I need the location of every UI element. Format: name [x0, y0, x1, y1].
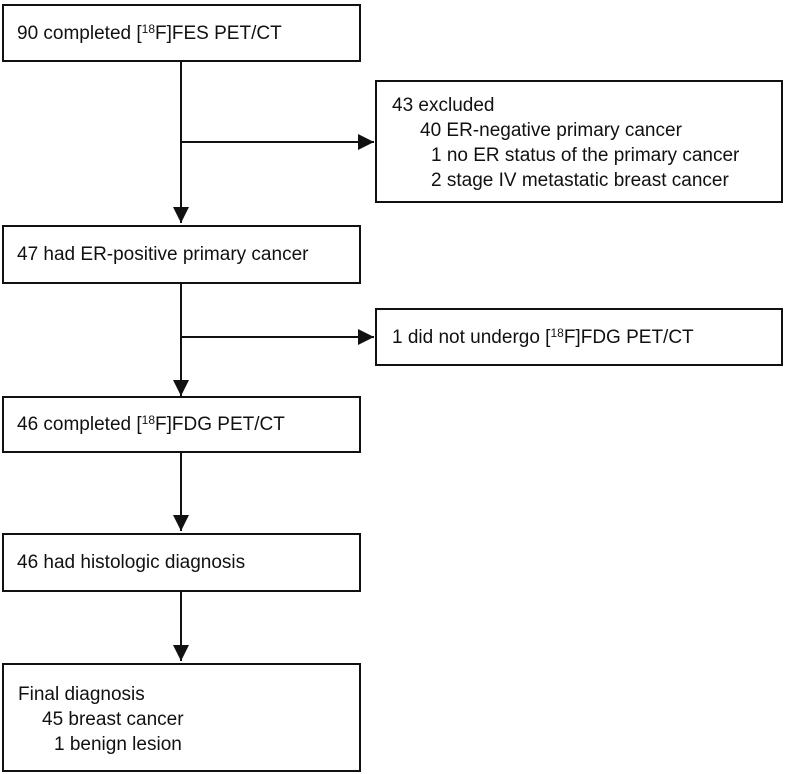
er-positive-text: 47 had ER-positive primary cancer — [17, 244, 309, 265]
excluded-item: 1 no ER status of the primary cancer — [431, 145, 740, 166]
er-positive-box: 47 had ER-positive primary cancer — [2, 225, 361, 284]
fes-completed-text: 90 completed [18F]FES PET/CT — [17, 22, 282, 44]
final-item: 1 benign lesion — [54, 734, 182, 755]
no-fdg-box: 1 did not undergo [18F]FDG PET/CT — [375, 308, 783, 366]
excluded-item: 2 stage IV metastatic breast cancer — [431, 170, 729, 191]
fes-completed-box: 90 completed [18F]FES PET/CT — [2, 4, 361, 62]
excluded-title: 43 excluded — [392, 95, 495, 116]
no-fdg-text: 1 did not undergo [18F]FDG PET/CT — [392, 326, 694, 348]
excluded-item: 40 ER-negative primary cancer — [420, 120, 682, 141]
final-diagnosis-box: Final diagnosis 45 breast cancer 1 benig… — [2, 663, 361, 772]
fdg-completed-box: 46 completed [18F]FDG PET/CT — [2, 396, 361, 453]
final-item: 45 breast cancer — [42, 709, 184, 730]
final-title: Final diagnosis — [18, 684, 145, 705]
fdg-completed-text: 46 completed [18F]FDG PET/CT — [17, 413, 285, 435]
histologic-text: 46 had histologic diagnosis — [17, 552, 246, 573]
excluded-box: 43 excluded 40 ER-negative primary cance… — [375, 80, 783, 203]
histologic-box: 46 had histologic diagnosis — [2, 533, 361, 592]
